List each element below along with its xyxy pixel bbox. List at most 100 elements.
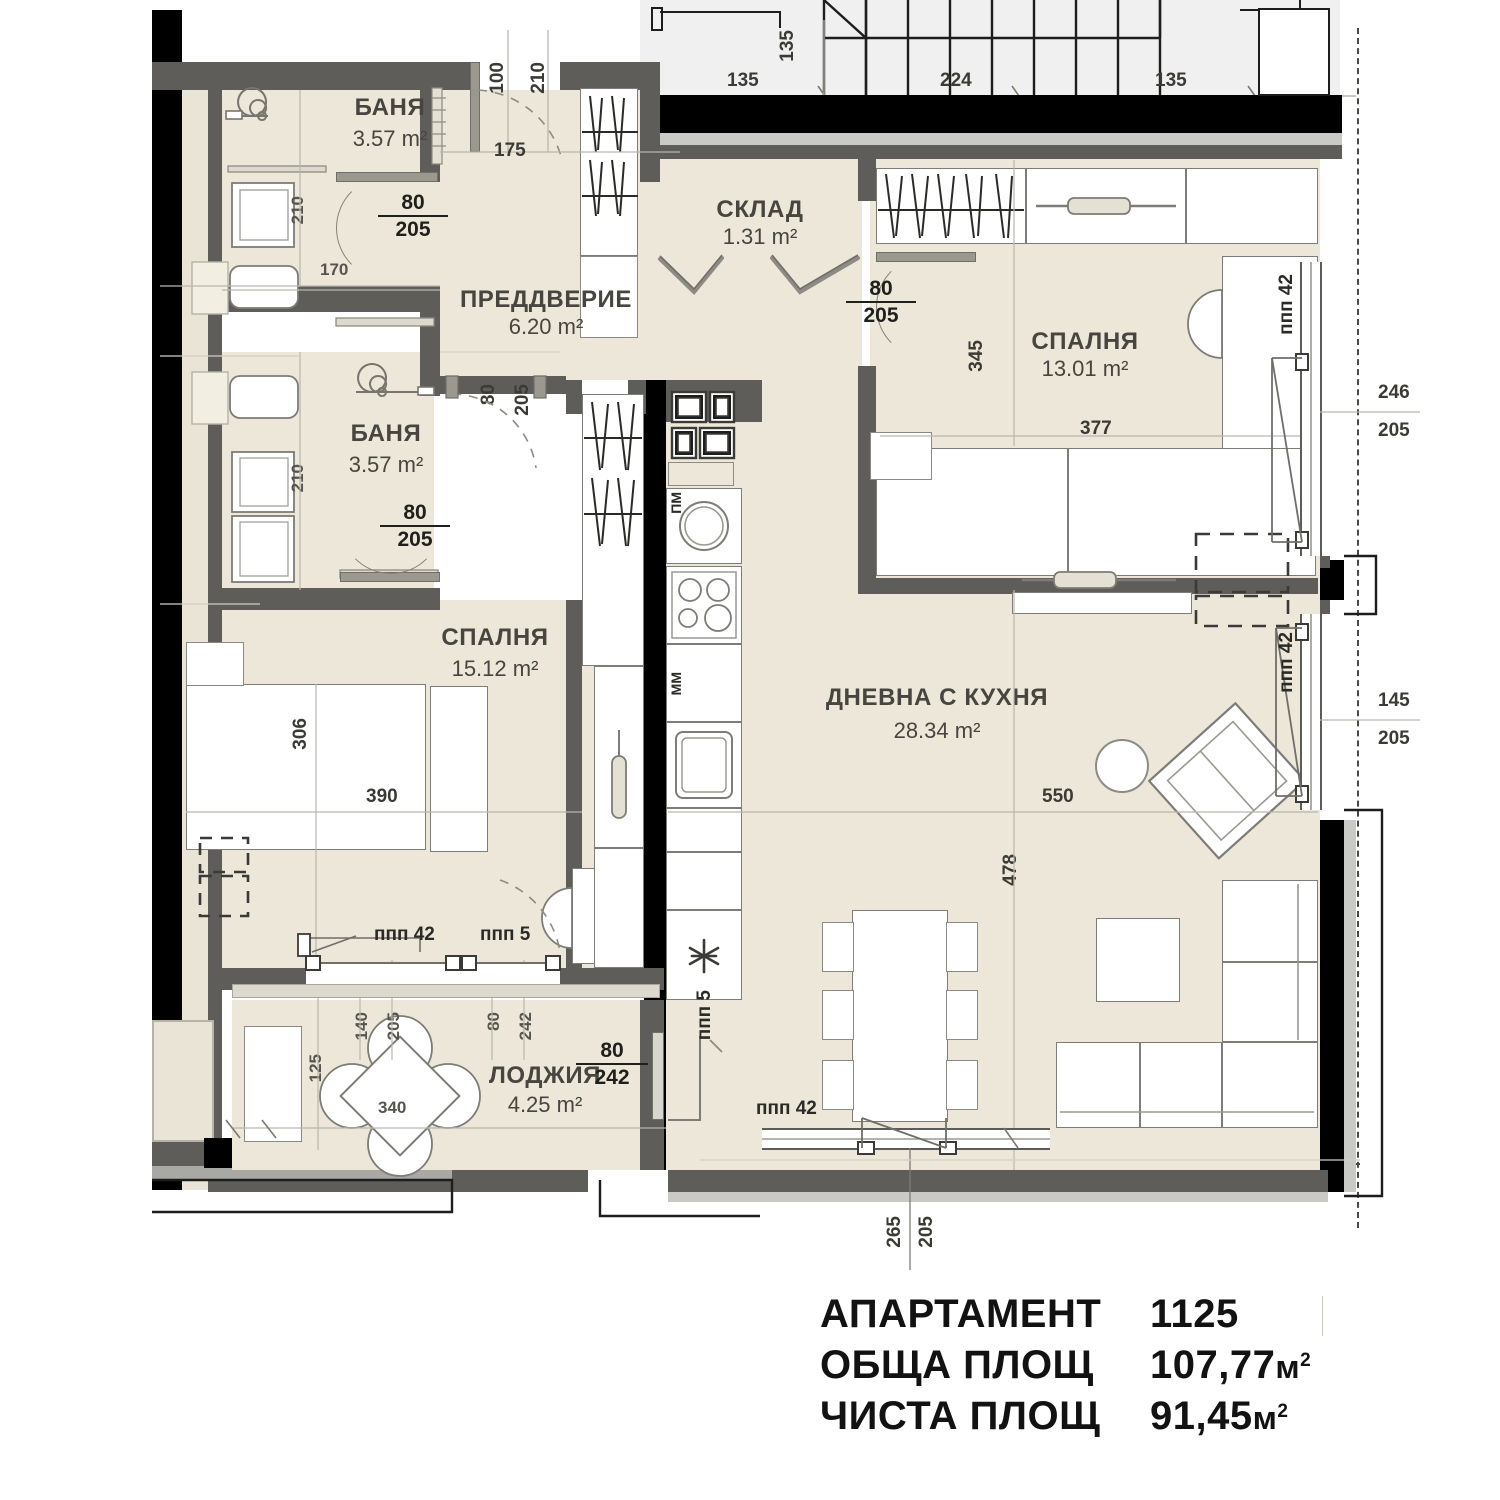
door-tag-bedroom-ne: 80 205 bbox=[846, 278, 916, 327]
door-tag-loggia-right-height: 242 bbox=[594, 1066, 630, 1090]
room-area-loggia: 4.25 m² bbox=[507, 1092, 583, 1117]
exterior-wall-right-lower-insulation bbox=[1344, 820, 1356, 1192]
door-tag-loggia-right: 80 242 bbox=[576, 1040, 648, 1089]
bedroom-ne-lower-shelf bbox=[1012, 592, 1192, 614]
wall-bottom-living bbox=[668, 1170, 1328, 1192]
dim-bedroom-ne-377: 377 bbox=[1080, 418, 1112, 439]
door-tag-bath-top-bar bbox=[378, 215, 448, 218]
door-tag-bath-bottom-bar bbox=[380, 525, 450, 528]
wall-bedroom-ne-left bbox=[858, 366, 876, 592]
door-tag-bath-top-width: 80 bbox=[401, 191, 425, 214]
kitchen-counter-strip bbox=[668, 462, 734, 486]
dining-chair-l1 bbox=[822, 922, 854, 972]
exterior-wall-left-insulation bbox=[182, 66, 208, 1190]
dim-right-205a: 205 bbox=[1378, 420, 1410, 441]
room-area-bedroom-w: 15.12 m² bbox=[451, 656, 539, 681]
door-tag-loggia-right-bar bbox=[576, 1063, 648, 1066]
title-unit-net-area: м2 bbox=[1252, 1399, 1289, 1436]
bedroom-ne-shelf-right bbox=[1186, 168, 1318, 244]
room-name-bath-top: БАНЯ bbox=[354, 94, 426, 121]
bedroom-w-bed bbox=[186, 684, 426, 850]
room-area-bath-top: 3.57 m² bbox=[352, 126, 428, 151]
dining-chair-r2 bbox=[946, 990, 978, 1040]
bedroom-w-wardrobe-right bbox=[430, 686, 488, 852]
kitchen-dishwasher bbox=[666, 488, 742, 564]
dining-chair-l2 bbox=[822, 990, 854, 1040]
dim-top-224: 224 bbox=[940, 70, 972, 91]
kitchen-counter-3 bbox=[666, 852, 742, 910]
wall-bath-right-bottom bbox=[420, 286, 440, 396]
title-value-apartment: 1125 bbox=[1150, 1292, 1239, 1336]
exterior-wall-top-right-insulation bbox=[652, 133, 1342, 145]
dim-right-205b: 205 bbox=[1378, 728, 1410, 749]
wall-kitchen-stub bbox=[566, 380, 582, 414]
living-sofa-right-bottom bbox=[1222, 962, 1318, 1042]
room-name-living: ДНЕВНА С КУХНЯ bbox=[825, 684, 1049, 711]
wall-bath-bottom-edge bbox=[208, 588, 440, 610]
title-block-divider bbox=[1322, 1296, 1323, 1336]
living-sofa-right-top bbox=[1222, 880, 1318, 962]
exterior-wall-left-inner bbox=[208, 66, 222, 1190]
title-value-net-area: 91,45м2 bbox=[1150, 1394, 1288, 1439]
room-name-hall: ПРЕДДВЕРИЕ bbox=[459, 286, 633, 313]
outer-contour-right bbox=[1357, 28, 1359, 1228]
loggia-cabinet-left bbox=[244, 1026, 302, 1142]
title-value-total-area-number: 107,77 bbox=[1150, 1343, 1276, 1387]
exterior-wall-top-right-black bbox=[652, 95, 1342, 133]
dim-hall-175: 175 bbox=[494, 140, 526, 161]
title-unit-total-area: м2 bbox=[1275, 1348, 1312, 1385]
kitchen-cooktop bbox=[666, 566, 742, 644]
kitchen-counter-1 bbox=[666, 644, 742, 722]
exterior-wall-left-black bbox=[152, 10, 182, 1190]
dim-right-246: 246 bbox=[1378, 382, 1410, 403]
title-value-total-area: 107,77м2 bbox=[1150, 1343, 1311, 1388]
wall-storage-right bbox=[858, 159, 876, 201]
door-bath-top-swing bbox=[336, 176, 440, 280]
door-bedroom-ne-swing bbox=[876, 256, 978, 358]
door-bath-bottom[interactable] bbox=[340, 572, 440, 582]
title-label-net-area: ЧИСТА ПЛОЩ bbox=[820, 1394, 1101, 1438]
room-name-bedroom-ne: СПАЛНЯ bbox=[1031, 328, 1139, 355]
bedroom-ne-nightstand bbox=[870, 432, 932, 480]
window-tag-loggia-left: ппп 42 bbox=[374, 924, 435, 945]
room-area-bath-bottom: 3.57 m² bbox=[348, 452, 424, 477]
door-loggia-right[interactable] bbox=[652, 1032, 664, 1120]
dining-chair-r1 bbox=[946, 922, 978, 972]
living-sofa-bottom-left bbox=[1056, 1042, 1140, 1128]
room-name-bath-bottom: БАНЯ bbox=[350, 420, 422, 447]
balcony-ledge-left bbox=[152, 1020, 214, 1142]
room-name-storage: СКЛАД bbox=[716, 196, 804, 223]
dining-chair-l3 bbox=[822, 1060, 854, 1110]
corridor-wardrobe-top bbox=[582, 394, 644, 666]
window-loggia-outer-strip bbox=[232, 984, 660, 998]
bedroom-ne-bed-right bbox=[1068, 448, 1316, 576]
living-sofa-bottom-mid bbox=[1140, 1042, 1222, 1128]
corridor-cabinet-low bbox=[594, 848, 644, 968]
title-label-apartment: АПАРТАМЕНТ bbox=[820, 1292, 1102, 1336]
hall-wardrobe bbox=[580, 88, 638, 256]
